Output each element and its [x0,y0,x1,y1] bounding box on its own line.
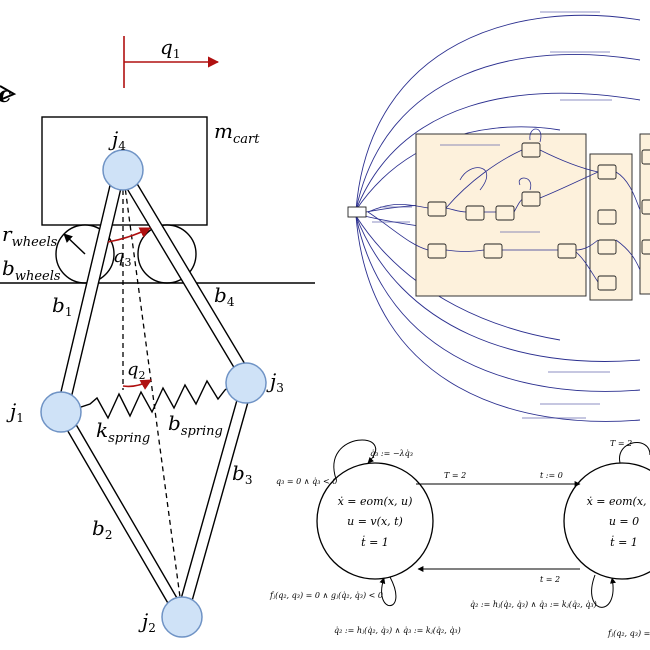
graph-node-a [427,201,447,217]
q2-arc [122,379,152,390]
right-top-T-label: T = 2 [610,439,632,448]
j3-label: j3 [266,369,284,395]
bottom-mid-reset: q̇₂ := hⱼ(q̇₂, q̇₃) ∧ q̇₃ := kⱼ(q̇₂, q̇₃… [470,600,597,609]
graph-node-d [521,191,541,207]
j2-label: j2 [138,609,156,635]
mechanism-diagram: c q1 mcart rwheels bwheels [0,35,315,638]
q3-arc [107,227,152,243]
top-loop-label: q̇₃ := −λq̇₃ [370,449,413,458]
left-bottom-self-loop [379,576,397,606]
graph-nodes [347,142,650,291]
top-left-guard: q₃ = 0 ∧ q̇₃ < 0 [276,477,337,486]
link-b3 [175,383,254,618]
state-right [563,462,650,580]
graph-node-e [521,142,541,158]
b3-label: b3 [232,461,252,487]
left-eq3: ṫ = 1 [361,535,389,549]
joint-j3 [225,362,267,404]
bottom-right-guard: fⱼ(q₂, q₃) = 0 [607,629,650,638]
b4-label: b4 [214,283,235,309]
state-left [316,462,434,580]
q2-label: q2 [127,359,146,382]
b1-label: b1 [52,293,72,319]
b-wheels-label: bwheels [2,256,61,284]
q1-label: q1 [160,35,180,61]
graph-node-j [597,209,617,225]
left-eq1: ẋ = eom(x, u) [338,495,413,508]
spring-zigzag [59,376,243,420]
joint-j4 [102,149,144,191]
joint-j1 [40,391,82,433]
bottom-left-guard: fⱼ(q₂, q₃) = 0 ∧ gⱼ(q̇₂, q̇₃) < 0 [269,591,383,600]
j1-label: j1 [6,399,24,425]
graph-node-f [427,243,447,259]
graph-node-m [641,149,650,165]
guard-T-label: T = 2 [444,471,466,480]
right-eq3: ṫ = 1 [610,535,638,549]
dashed-diagonal [122,171,183,613]
state-graph [347,11,650,422]
graph-node-g [483,243,503,259]
graph-inner-edges [367,128,641,283]
graph-outer-loops [355,14,641,422]
reset-t-label: t := 0 [540,471,563,480]
graph-node-b [465,205,485,221]
q3-label: q3 [113,246,132,269]
graph-node-n [641,199,650,215]
right-bottom-self-loop [591,574,616,608]
wheel-radius-arrow [63,233,86,255]
b2-label: b2 [92,516,112,542]
joint-j2 [161,596,203,638]
j4-label: j4 [108,127,126,153]
hybrid-automaton: ẋ = eom(x, u) u = v(x, t) ṫ = 1 ẋ = eom(… [269,439,650,638]
graph-node-k [597,239,617,255]
graph-node-i [597,164,617,180]
graph-node-c [495,205,515,221]
graph-node-start [347,206,367,218]
m-cart-label: mcart [214,119,260,147]
k-spring-label: kspring [96,418,150,446]
bottom-left-reset: q̇₂ := hⱼ(q̇₂, q̇₃) ∧ q̇₃ := kⱼ(q̇₂, q̇₃… [334,626,461,635]
right-top-self-loop [619,442,650,464]
graph-node-l [597,275,617,291]
clipped-edge-arrow [0,85,17,101]
b-spring-label: bspring [168,411,223,439]
graph-node-h [557,243,577,259]
graph-tiny-labels [372,11,612,419]
graph-node-o [641,239,650,255]
r-wheels-label: rwheels [2,222,58,250]
right-eq1: ẋ = eom(x, u) [587,495,650,508]
bottom-edge-label: t = 2 [540,575,560,584]
left-top-self-loop [333,439,376,480]
left-eq2: u = v(x, t) [347,515,403,528]
right-eq2: u = 0 [609,515,639,528]
